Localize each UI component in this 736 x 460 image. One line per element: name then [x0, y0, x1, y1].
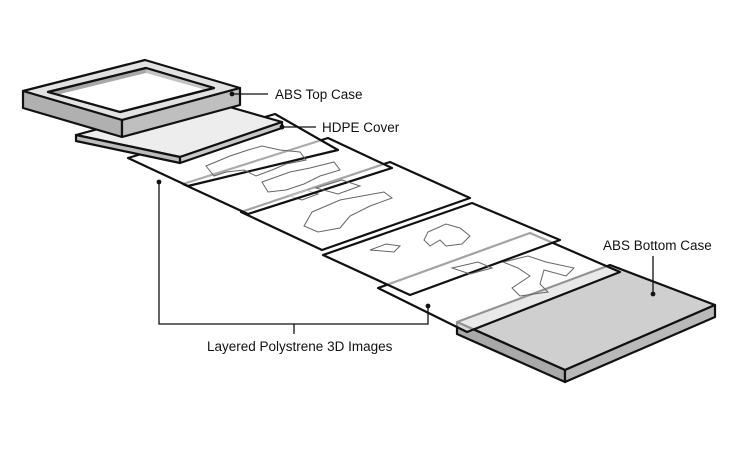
abs-top-case [21, 58, 242, 139]
polystyrene-layer-4 [321, 201, 562, 297]
label-hdpe-cover: HDPE Cover [322, 120, 400, 135]
label-abs-bottom-case: ABS Bottom Case [603, 238, 712, 253]
label-leaders [156, 91, 656, 334]
abs-bottom-case [455, 263, 717, 384]
label-abs-top-case: ABS Top Case [275, 87, 363, 102]
label-layered-polystrene: Layered Polystrene 3D Images [207, 339, 393, 354]
